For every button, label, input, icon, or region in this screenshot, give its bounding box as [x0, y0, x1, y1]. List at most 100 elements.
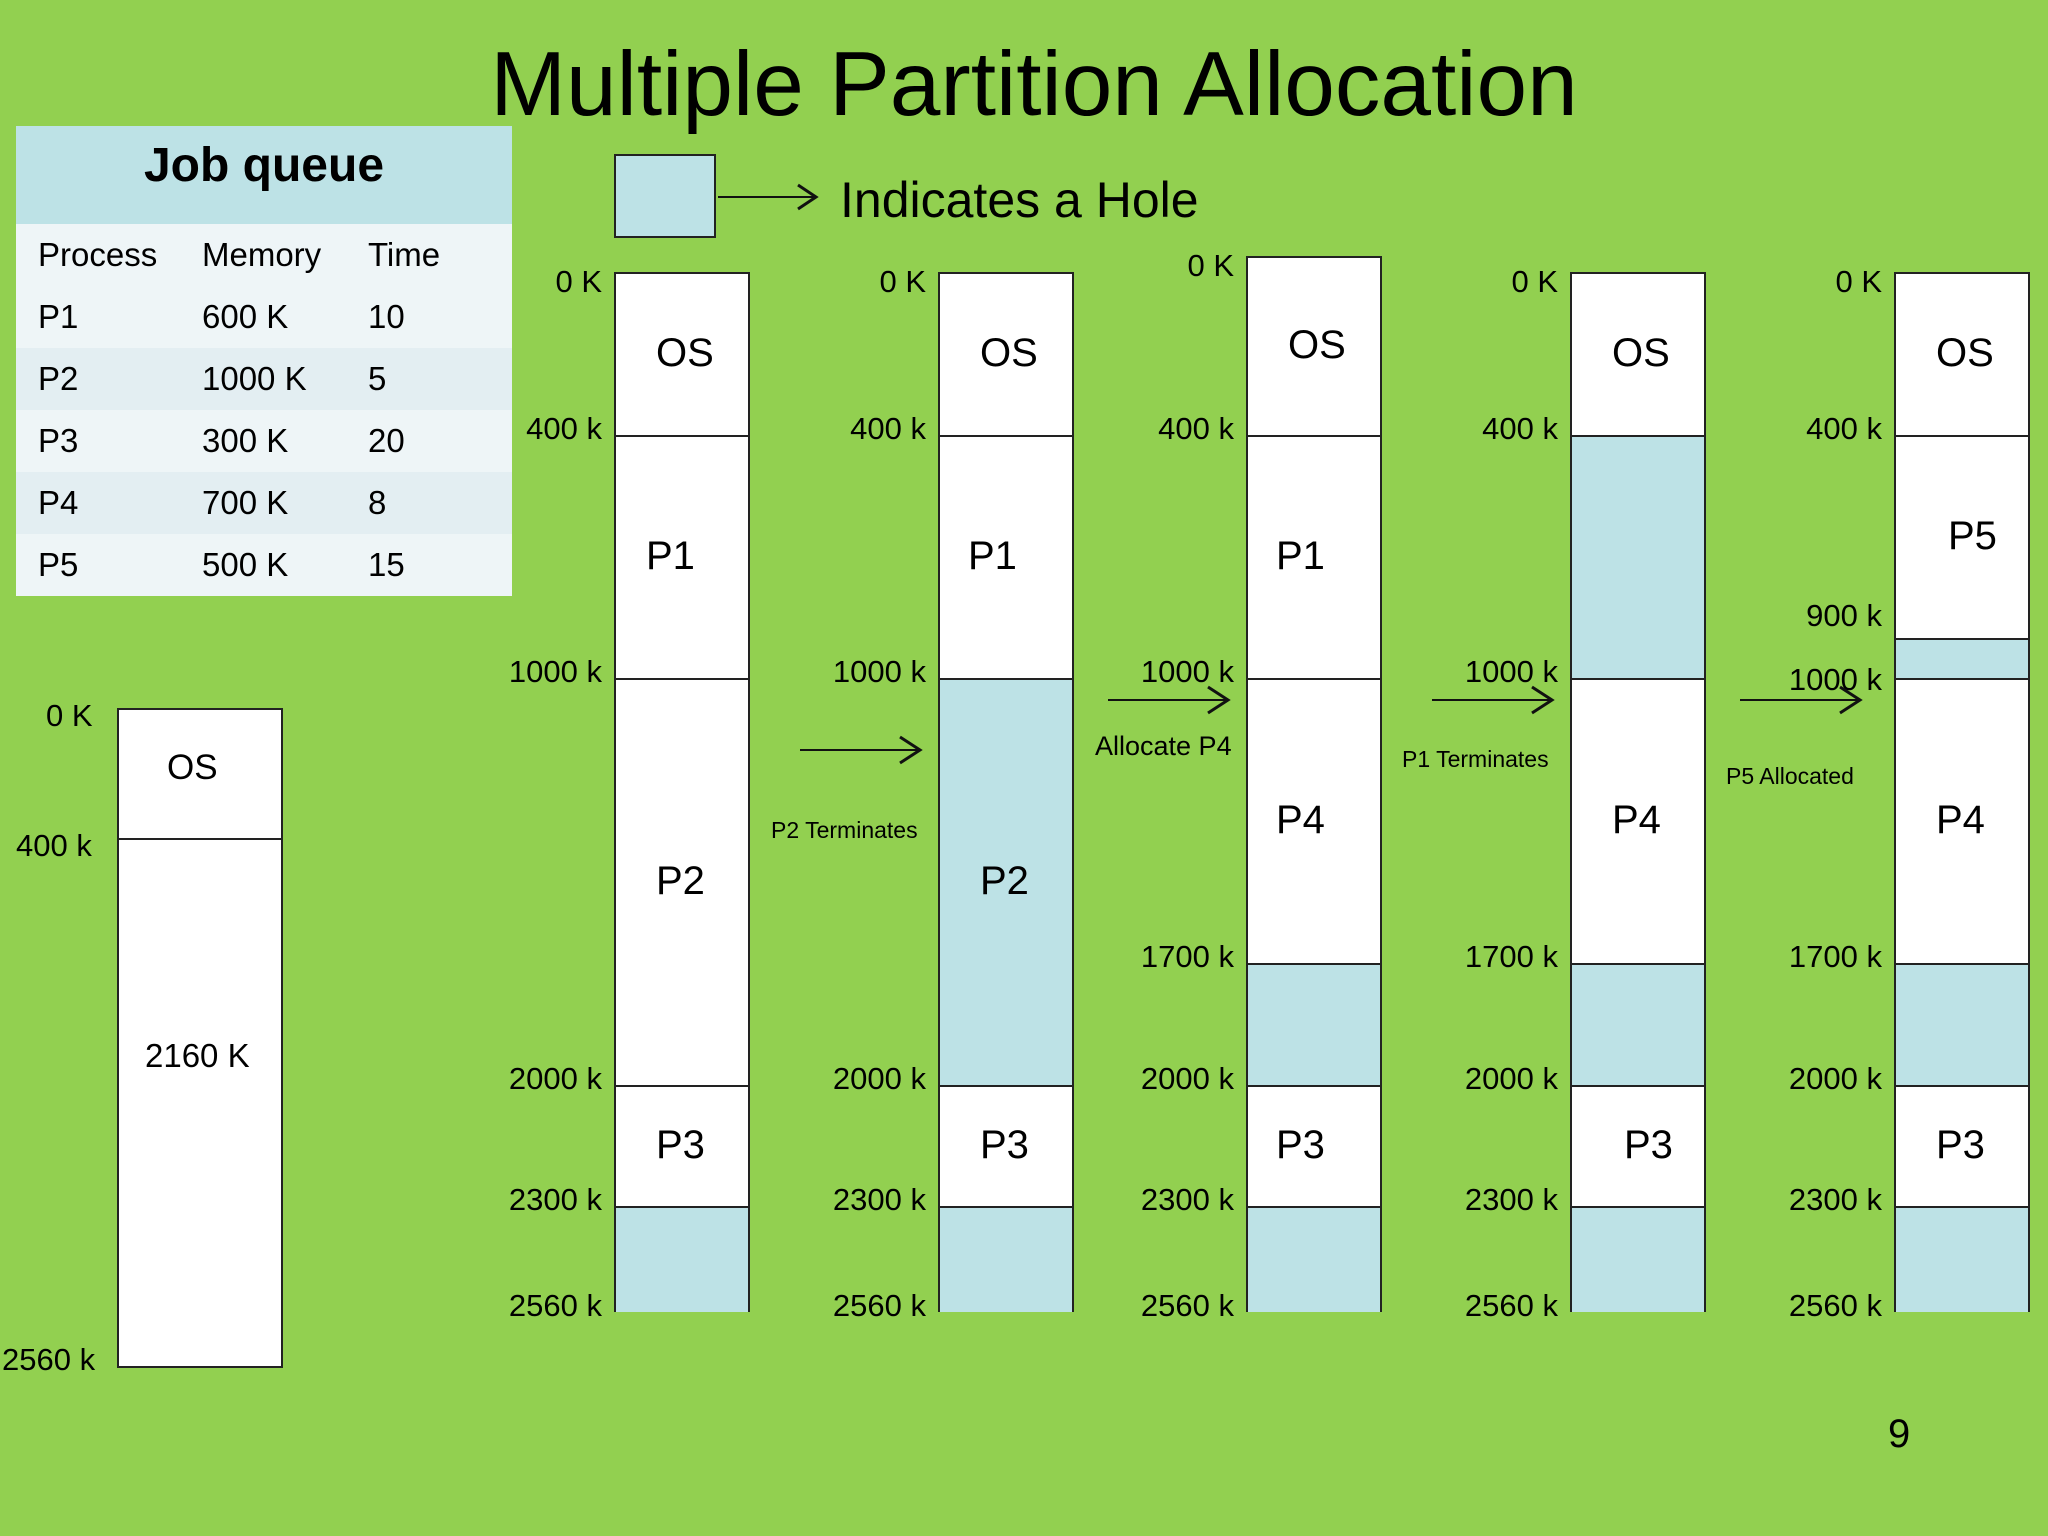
cell-time: 10: [368, 298, 405, 335]
segment-label: OS: [1936, 331, 1994, 376]
address-label: 2560 k: [508, 1288, 602, 1323]
legend-arrow-icon: [718, 183, 819, 211]
memory-segment: [1248, 1084, 1380, 1207]
address-label: 400 k: [526, 410, 602, 446]
cell-memory: 1000 K: [202, 360, 307, 397]
address-label: 2560 k: [1788, 1288, 1882, 1323]
segment-label: P1: [646, 534, 695, 579]
address-label: 0 K: [555, 264, 602, 299]
address-label: 0 K: [879, 264, 926, 299]
legend-hole-swatch: [614, 154, 716, 238]
address-label: 400 k: [1482, 410, 1558, 446]
address-label: 0 K: [1511, 264, 1558, 299]
cell-memory: 500 K: [202, 546, 289, 583]
memory-hole: [1896, 962, 2028, 1085]
arrow-right-icon: [1108, 685, 1231, 715]
segment-label: OS: [980, 331, 1038, 376]
memory-segment: [616, 678, 748, 1084]
stage-label-p5-allocated: P5 Allocated: [1726, 763, 1854, 789]
cell-memory: 600 K: [202, 298, 289, 335]
cell-process: P1: [38, 298, 79, 335]
memory-hole: [616, 1206, 748, 1312]
memory-hole: [1248, 962, 1380, 1085]
cell-process: P5: [38, 546, 79, 583]
segment-label: P3: [1624, 1123, 1673, 1168]
initial-addr-os-end: 400 k: [16, 828, 92, 863]
segment-label: P1: [968, 534, 1017, 579]
memory-hole: [1248, 1206, 1380, 1312]
segment-label: P4: [1276, 798, 1325, 843]
memory-segment: [1896, 678, 2028, 962]
stage-label-allocate-p4: Allocate P4: [1095, 731, 1232, 761]
cell-memory: 700 K: [202, 484, 289, 521]
arrow-right-icon: [1432, 685, 1555, 715]
memory-segment: [1248, 678, 1380, 962]
address-label: 2300 k: [832, 1182, 926, 1218]
segment-label: P3: [1276, 1123, 1325, 1168]
table-row: P1 600 K 10: [16, 286, 512, 348]
header-time: Time: [368, 236, 441, 273]
page-title: Multiple Partition Allocation: [490, 34, 1578, 135]
initial-free-label: 2160 K: [145, 1037, 250, 1074]
header-memory: Memory: [202, 236, 322, 273]
header-process: Process: [38, 236, 158, 273]
memory-segment: [1248, 434, 1380, 679]
address-label: 1700 k: [1464, 938, 1558, 974]
arrow-right-icon: [1740, 685, 1863, 715]
address-label: 2000 k: [1464, 1060, 1558, 1096]
initial-addr-end: 2560 k: [2, 1342, 96, 1377]
segment-label: OS: [1612, 331, 1670, 376]
arrow-right-icon: [800, 735, 923, 765]
segment-label: P2: [656, 859, 705, 904]
address-label: 2560 k: [832, 1288, 926, 1323]
address-label: 0 K: [1835, 264, 1882, 299]
memory-segment: [616, 434, 748, 679]
page-number: 9: [1888, 1412, 1911, 1456]
address-label: 0 K: [1187, 248, 1234, 283]
memory-column: [938, 272, 1074, 1312]
address-label: 2000 k: [1140, 1060, 1234, 1096]
memory-column: [1246, 256, 1382, 1312]
segment-label: P5: [1948, 514, 1997, 559]
memory-hole: [1572, 1206, 1704, 1312]
address-label: 900 k: [1806, 597, 1882, 633]
segment-label: P2: [980, 859, 1029, 904]
address-label: 1700 k: [1788, 938, 1882, 974]
memory-segment: [1896, 1084, 2028, 1207]
initial-memory-column: [117, 708, 283, 1368]
segment-label: P4: [1936, 798, 1985, 843]
cell-time: 20: [368, 422, 405, 459]
address-label: 2000 k: [832, 1060, 926, 1096]
address-label: 2300 k: [1464, 1182, 1558, 1218]
stage-label-p2-terminates: P2 Terminates: [771, 817, 918, 843]
cell-process: P4: [38, 484, 79, 521]
job-queue-title: Job queue: [16, 126, 512, 224]
address-label: 1000 k: [1464, 654, 1558, 690]
initial-addr-start: 0 K: [46, 698, 93, 733]
segment-label: P1: [1276, 534, 1325, 579]
memory-hole: [940, 678, 1072, 1085]
segment-label: P3: [1936, 1123, 1985, 1168]
table-row: P3 300 K 20: [16, 410, 512, 472]
table-row: P5 500 K 15: [16, 534, 512, 596]
memory-segment: [1572, 678, 1704, 962]
job-queue-header-row: Process Memory Time: [16, 224, 512, 286]
address-label: 2300 k: [1140, 1182, 1234, 1218]
memory-hole: [940, 1206, 1072, 1312]
address-label: 1000 k: [1140, 654, 1234, 690]
address-label: 2300 k: [1788, 1182, 1882, 1218]
segment-label: OS: [1288, 323, 1346, 368]
memory-column: [614, 272, 750, 1312]
initial-os-label: OS: [167, 748, 218, 787]
address-label: 1000 k: [508, 654, 602, 690]
address-label: 1700 k: [1140, 938, 1234, 974]
address-label: 2000 k: [508, 1060, 602, 1096]
memory-hole: [1896, 637, 2028, 679]
memory-column: [1894, 272, 2030, 1312]
address-label: 400 k: [1806, 410, 1882, 446]
segment-label: P3: [656, 1123, 705, 1168]
memory-segment: [616, 1084, 748, 1207]
cell-time: 15: [368, 546, 405, 583]
legend-text: Indicates a Hole: [840, 172, 1199, 228]
memory-hole: [1896, 1206, 2028, 1312]
